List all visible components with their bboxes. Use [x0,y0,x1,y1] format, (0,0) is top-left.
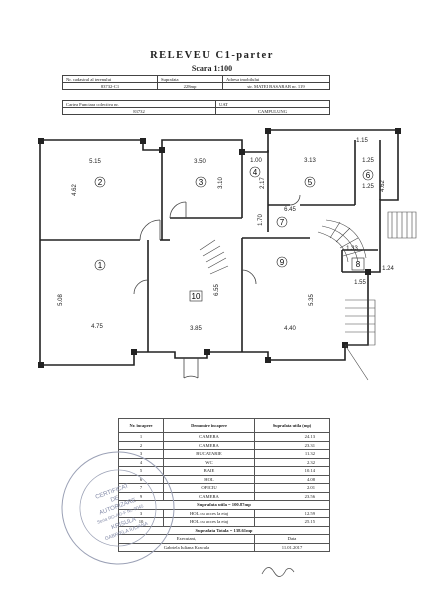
data-label: Data [254,534,330,544]
room-number-2: 2 [98,178,103,187]
cadastral-info-table: Nr. cadastral al terenului Suprafata Adr… [62,75,330,90]
dim-room3-width: 3.50 [194,159,206,165]
dim-room4-width: 1.00 [250,158,262,164]
dim-room5-length: 6.45 [284,207,296,213]
data-value: 11.01.2017 [254,542,330,552]
dim-room8-width: 1.55 [354,280,366,286]
floor-plan: 2 3 4 5 6 7 8 1 9 10 5.15 3.50 1.00 3.13… [38,128,417,381]
uat-label: UAT [215,100,330,108]
cf-value: 83732 [62,107,216,115]
uat-value: CAMPULUNG [215,107,330,115]
dim-room6-depth: 1.25 [362,184,374,190]
col-denumire-header: Denumire încapere [163,418,255,433]
dim-room1-depth: 5.08 [58,294,64,306]
stamp-line2: DE [110,495,120,503]
dim-stair-a: 1.33 [346,246,358,252]
nr-cadastral-label: Nr. cadastral al terenului [62,75,158,83]
dim-room9-depth: 5.35 [309,294,315,306]
nr-cadastral-value: 83732-C1 [62,82,158,90]
dim-room4-depth: 2.17 [260,177,266,189]
room-number-8: 8 [356,260,361,269]
room-number-4: 4 [253,168,258,177]
col-suprafata-header: Suprafata utila (mp) [254,418,330,433]
adresa-label: Adresa imobilului [222,75,330,83]
dim-room1-width: 4.75 [91,324,103,330]
room-number-6: 6 [366,171,371,180]
signature-mark [261,567,295,577]
room-number-1: 1 [98,261,103,270]
room-number-3: 3 [199,178,204,187]
authorization-stamp: CERTIFICAT DE AUTORIZARE Seria RO-AG-F N… [61,451,175,565]
suprafata-label: Suprafata [157,75,223,83]
room-number-5: 5 [308,178,313,187]
room-number-9: 9 [280,258,285,267]
dim-top-right: 1.15 [356,138,368,144]
dim-room6-width: 1.25 [362,158,374,164]
dim-hall-width: 3.85 [190,326,202,332]
dim-oficiu: 1.70 [258,214,264,226]
adresa-value: str. MATEI BASARAB nr. 119 [222,82,330,90]
cf-label: Cartea Funciara colectiva nr. [62,100,216,108]
suprafata-value: 228mp [157,82,223,90]
dim-hall-depth: 6.55 [214,284,220,296]
document-title: RELEVEU C1-parter [150,50,274,61]
room-number-7: 7 [280,218,285,227]
col-nr-header: Nr. încapere [118,418,164,433]
cf-info-table: Cartea Funciara colectiva nr. UAT 83732 … [62,100,330,115]
plan-scale: Scara 1:100 [191,64,233,73]
dim-room2-width: 5.15 [89,159,101,165]
dim-room5-width: 3.13 [304,158,316,164]
dim-room3-depth: 3.10 [218,177,224,189]
rooms-table: Nr. încapere Denumire încapere Suprafata… [118,418,330,552]
dim-stair-b: 1.24 [382,266,394,272]
room-number-10: 10 [192,292,201,301]
dim-room9-width: 4.40 [284,326,296,332]
dim-room6-side: 4.62 [380,180,386,192]
dim-room2-depth: 4.62 [72,184,78,196]
